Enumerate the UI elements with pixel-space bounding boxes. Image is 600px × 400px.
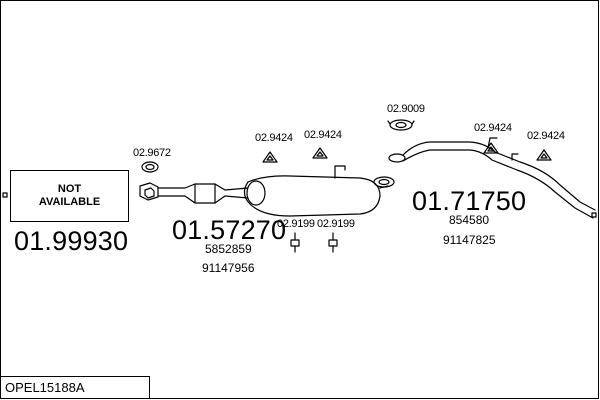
hanger-icon	[262, 151, 278, 163]
gasket-label: 02.9672	[133, 147, 171, 159]
hanger-label: 02.9424	[527, 130, 565, 142]
middle-ref-1: 5852859	[205, 242, 252, 256]
rubber-mount-label: 02.9199	[277, 218, 315, 230]
hanger-icon	[536, 149, 552, 161]
middle-part-number: 01.57270	[172, 215, 287, 245]
not-available-box: NOT AVAILABLE	[10, 170, 129, 222]
clamp-icon	[387, 119, 415, 131]
not-available-line2: AVAILABLE	[38, 196, 101, 208]
hanger-label: 02.9424	[255, 132, 293, 144]
rubber-mount-label: 02.9199	[317, 218, 355, 230]
title-code-box: OPEL15188A	[0, 376, 150, 399]
middle-ref-2: 91147956	[202, 261, 255, 275]
hanger-label: 02.9424	[474, 122, 512, 134]
rubber-mount-icon	[328, 232, 338, 253]
front-connector-mark	[2, 192, 8, 198]
title-code: OPEL15188A	[5, 380, 85, 395]
middle-section-part	[139, 165, 395, 217]
gasket-icon	[141, 161, 159, 173]
rear-connector-mark	[591, 212, 597, 218]
hanger-icon	[312, 147, 328, 159]
not-available-line1: NOT	[57, 183, 82, 195]
rear-ref-2: 91147825	[443, 233, 496, 247]
rear-section-part	[388, 137, 596, 219]
rubber-mount-icon	[290, 232, 300, 253]
hanger-icon	[483, 142, 499, 154]
rear-ref-1: 854580	[449, 213, 490, 227]
rear-part-number: 01.71750	[412, 186, 527, 216]
front-part-number: 01.99930	[14, 226, 129, 256]
clamp-label: 02.9009	[387, 103, 425, 115]
hanger-label: 02.9424	[304, 129, 342, 141]
